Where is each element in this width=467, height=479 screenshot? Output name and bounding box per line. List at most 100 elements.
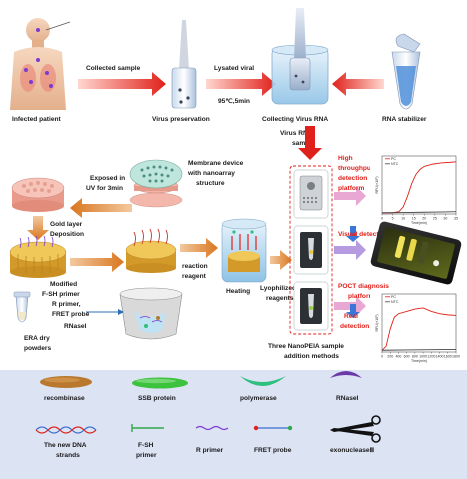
label-era-dry-2: powders	[24, 345, 51, 352]
label-exposed-uv-1: Exposed in	[90, 175, 125, 182]
polymerase-icon	[240, 376, 286, 386]
chart-1-x-tick-label: 30	[443, 217, 447, 221]
chart-2-legend-pc: PC	[391, 295, 396, 299]
chart-1-x-tick-label: 10	[401, 217, 405, 221]
label-collecting-virus-rna: Collecting Virus RNA	[262, 116, 328, 123]
label-high-3: detection	[338, 175, 367, 182]
exonuclease-icon	[330, 415, 381, 443]
arrow-virus-rna-down	[298, 126, 322, 160]
label-lysated-viral: Lysated viral	[214, 65, 254, 72]
uv-exposed-membrane	[11, 177, 65, 212]
arrow-gold-deposition	[27, 216, 49, 240]
pipette-arrow-head	[118, 309, 124, 315]
label-rna-stabilizer: RNA stabilizer	[382, 116, 427, 123]
chart-1-series-pc	[382, 161, 457, 214]
chart-1-x-tick-label: 35	[454, 217, 458, 221]
chart-2-ylabel: RFU(×10³)	[375, 314, 379, 331]
label-high-4: platform	[338, 185, 365, 192]
chart-1-x-tick-label: 25	[433, 217, 437, 221]
label-high-2: throughput	[338, 165, 374, 172]
chart-1-legend-pc: PC	[391, 157, 396, 161]
label-collected-sample: Collected sample	[86, 65, 141, 72]
virus-preservation-tube	[171, 20, 197, 109]
legend-r-primer: R primer	[196, 447, 224, 454]
label-membrane-device-1: Membrane device	[188, 160, 244, 167]
r-primer-icon	[195, 425, 229, 431]
label-reaction-2: reagent	[182, 273, 207, 280]
infected-patient-figure	[10, 18, 71, 110]
reaction-device	[125, 228, 177, 273]
chart-2-series-ntc	[381, 348, 457, 351]
chart-1-legend-ntc: NTC	[391, 162, 399, 166]
arrow-to-reaction	[70, 252, 124, 272]
arrow-exposed-uv	[70, 198, 132, 218]
arrow-collected-sample	[78, 72, 166, 96]
legend-rnasel: RNaseI	[336, 395, 359, 402]
visual-tube-device	[300, 232, 322, 268]
chart-1-frame	[381, 155, 457, 215]
chart-2-x-tick-label: 800	[412, 355, 418, 359]
chart-2-x-tick-label: 1000	[419, 355, 427, 359]
label-membrane-device-2: with nanoarray	[187, 170, 235, 177]
chart-2-frame	[381, 293, 457, 353]
poct-tube-device	[300, 288, 322, 324]
legend-recombinase: recombinase	[44, 395, 85, 402]
arrow-lyophilized	[270, 250, 292, 270]
label-modified-2: F-SH primer	[42, 291, 80, 298]
label-lyophilized-2: reagents	[266, 295, 294, 302]
arrow-to-high-throughput	[334, 186, 366, 206]
label-poct-2: platform	[348, 293, 375, 300]
label-r-primer-1: R primer,	[52, 301, 81, 308]
arrow-visual-up	[346, 226, 360, 242]
chart-2-x-tick-label: 600	[404, 355, 410, 359]
fsh-primer-icon	[131, 424, 164, 432]
label-infected-patient: Infected patient	[12, 116, 62, 123]
chart-2-x-tick-label: 1200	[427, 355, 435, 359]
label-lysis-condition: 95℃,5min	[218, 97, 250, 105]
label-era-dry-1: ERA dry	[24, 335, 50, 342]
gold-primer-device	[9, 235, 67, 278]
chart-2-legend-ntc: NTC	[391, 300, 399, 304]
chart-1-series-ntc	[381, 211, 457, 214]
chart-1-ylabel: RFU(×10³)	[375, 176, 379, 193]
label-real-2: detection	[340, 323, 369, 330]
arrow-to-visual	[334, 240, 366, 260]
reaction-mix-tube	[119, 287, 183, 340]
chart-1-x-tick-label: 15	[412, 217, 416, 221]
membrane-pink-disc	[129, 192, 183, 208]
label-virus-rna-2: sample	[292, 140, 315, 147]
membrane-device	[129, 159, 183, 194]
legend-fret-probe: FRET probe	[254, 447, 292, 454]
arrow-to-heating	[180, 238, 218, 258]
label-reaction-1: reaction	[182, 263, 208, 270]
label-high-1: High	[338, 155, 353, 162]
recombinase-icon	[40, 376, 92, 388]
smartphone-visual	[370, 221, 462, 285]
legend-fsh-primer-1: F-SH	[138, 442, 154, 449]
legend-new-dna-1: The new DNA	[44, 442, 87, 449]
legend-ssb-protein: SSB protein	[138, 395, 176, 402]
heating-beaker	[221, 218, 267, 283]
legend-exonuclease: exonucleaseⅢ	[330, 446, 375, 454]
chart-2-x-tick-label: 400	[395, 355, 401, 359]
chart-2-x-tick-label: 1800	[452, 355, 460, 359]
legend-fsh-primer-2: primer	[136, 452, 157, 459]
label-three-methods-1: Three NanoPEIA sample	[268, 343, 344, 350]
label-lyophilized-1: Lyophilized	[260, 285, 296, 292]
label-exposed-uv-2: UV for 3min	[86, 185, 123, 192]
sample-methods-frame	[289, 165, 333, 335]
fret-probe-icon	[253, 425, 293, 431]
rna-stabilizer-tube	[391, 33, 421, 110]
new-dna-strands-icon	[35, 426, 97, 434]
rna-collection-beaker	[271, 8, 329, 105]
legend-new-dna-2: strands	[56, 452, 80, 459]
label-real-1: Real	[344, 313, 358, 320]
label-poct-1: POCT diagnosis	[338, 283, 389, 290]
label-virus-preservation: Virus preservation	[152, 116, 210, 123]
chart-1-x-tick-label: 5	[392, 217, 394, 221]
chart-1-x-tick-label: 0	[381, 217, 383, 221]
label-r-primer-2: FRET probe	[52, 311, 90, 318]
chart-2-series-pc	[381, 307, 457, 351]
